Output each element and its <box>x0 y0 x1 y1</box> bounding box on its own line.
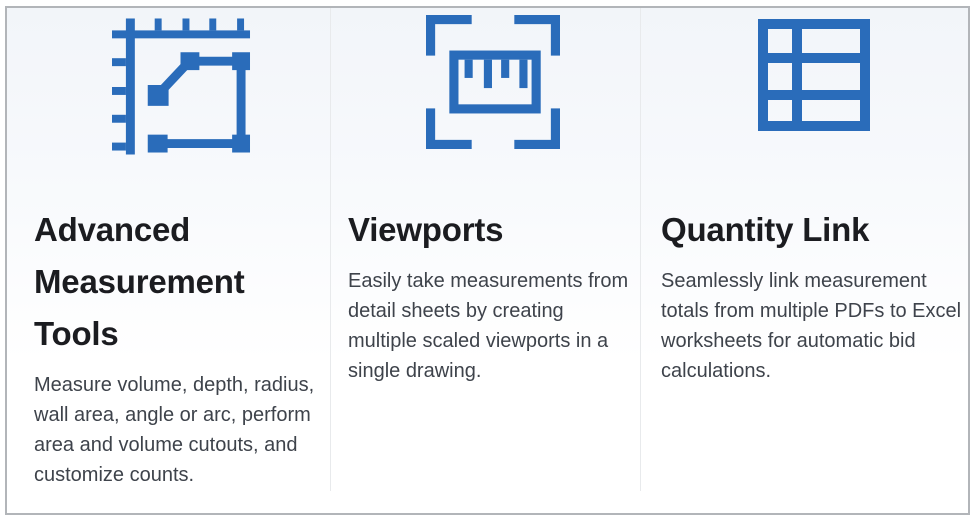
feature-banner: Advanced Measurement Tools Measure volum… <box>5 6 970 515</box>
column-divider <box>330 8 331 491</box>
column-divider <box>640 8 641 491</box>
quantity-link-icon <box>757 19 870 131</box>
feature-column-advanced-measurement-tools: Advanced Measurement Tools Measure volum… <box>7 8 330 513</box>
feature-title: Advanced Measurement Tools <box>34 211 245 352</box>
feature-column-quantity-link: Quantity Link Seamlessly link measuremen… <box>641 8 968 513</box>
measurement-tools-icon <box>111 18 250 155</box>
icon-area <box>661 8 966 204</box>
feature-title: Quantity Link <box>661 211 870 248</box>
viewports-icon <box>426 15 560 149</box>
feature-description: Seamlessly link measurement totals from … <box>661 270 962 382</box>
feature-description: Easily take measurements from detail she… <box>348 270 629 382</box>
icon-area <box>348 8 638 204</box>
feature-title: Viewports <box>348 211 504 248</box>
feature-column-viewports: Viewports Easily take measurements from … <box>331 8 640 513</box>
feature-description: Measure volume, depth, radius, wall area… <box>34 374 315 486</box>
icon-area <box>34 8 328 204</box>
